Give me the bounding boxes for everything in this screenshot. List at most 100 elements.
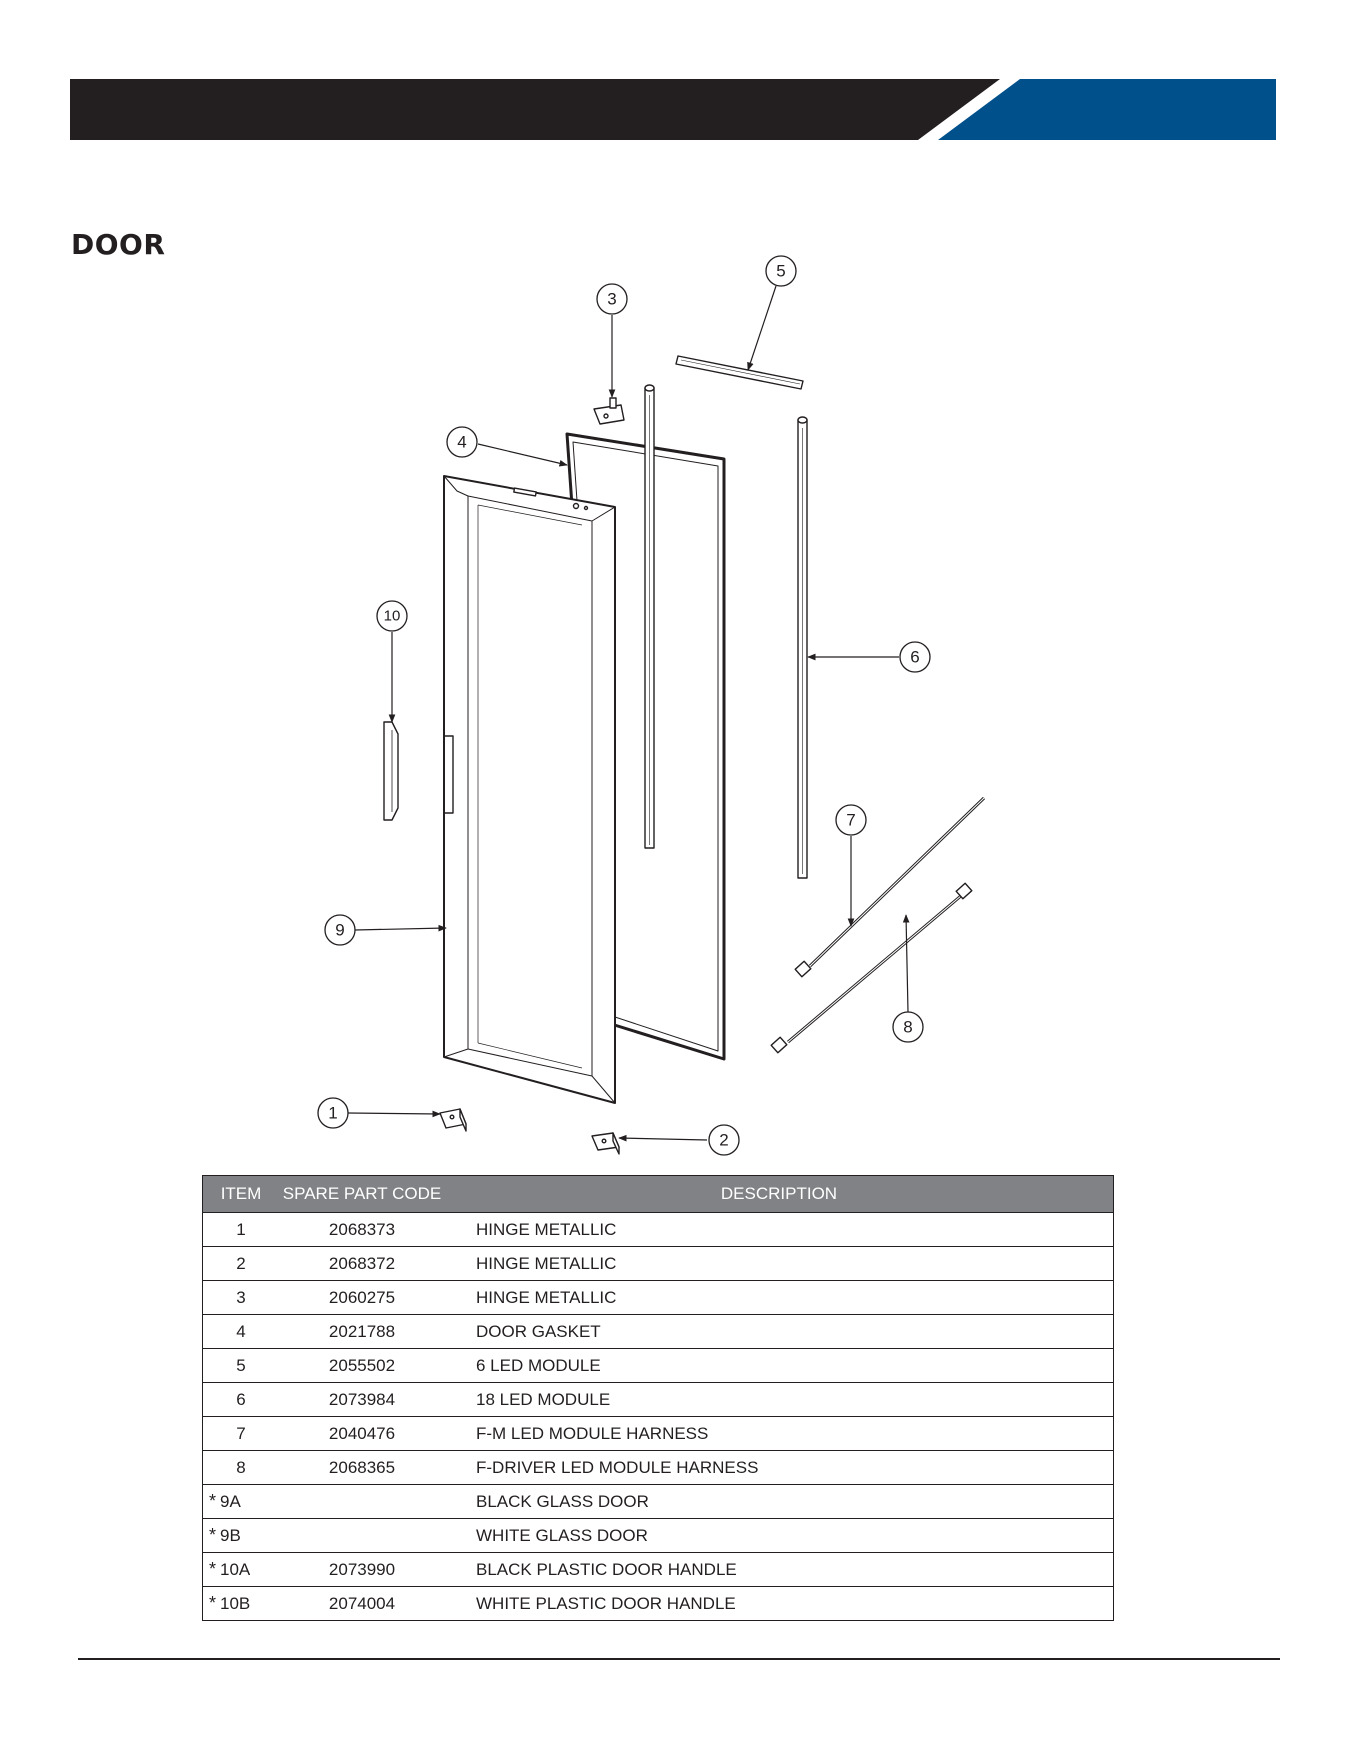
callout-label-8: 8	[903, 1018, 912, 1037]
asterisk-mark: *	[209, 1593, 217, 1613]
column-header-item: ITEM	[202, 1175, 279, 1213]
item-number: 9B	[220, 1526, 241, 1545]
item-cell: *9A	[202, 1484, 279, 1519]
item-cell: 4	[202, 1314, 279, 1349]
table-row: 5 2055502 6 LED MODULE	[202, 1348, 1114, 1383]
item-cell: *9B	[202, 1518, 279, 1553]
callout-label-2: 2	[719, 1131, 728, 1150]
table-body: 1 2068373 HINGE METALLIC 2 2068372 HINGE…	[202, 1212, 1114, 1621]
callout-circle-5	[765, 255, 797, 287]
leader-9	[354, 924, 447, 932]
table-row: 7 2040476 F-M LED MODULE HARNESS	[202, 1416, 1114, 1451]
led-harness-driver-part	[770, 882, 973, 1054]
column-header-code: SPARE PART CODE	[279, 1175, 445, 1213]
led-module-strip-left	[644, 384, 655, 849]
table-row: 1 2068373 HINGE METALLIC	[202, 1212, 1114, 1247]
description-cell: 6 LED MODULE	[445, 1348, 1114, 1383]
table-row: 2 2068372 HINGE METALLIC	[202, 1246, 1114, 1281]
leader-1	[347, 1110, 441, 1118]
asterisk-mark: *	[209, 1559, 217, 1579]
description-cell: DOOR GASKET	[445, 1314, 1114, 1349]
description-cell: BLACK GLASS DOOR	[445, 1484, 1114, 1519]
leader-2	[618, 1134, 708, 1142]
description-cell: WHITE PLASTIC DOOR HANDLE	[445, 1586, 1114, 1621]
footer-rule	[78, 1658, 1280, 1660]
code-cell: 2055502	[279, 1348, 445, 1383]
door-handle-part	[383, 721, 399, 821]
item-cell: 8	[202, 1450, 279, 1485]
asterisk-mark: *	[209, 1491, 217, 1511]
code-cell: 2073984	[279, 1382, 445, 1417]
code-cell: 2073990	[279, 1552, 445, 1587]
callout-label-1: 1	[328, 1104, 337, 1123]
item-cell: 1	[202, 1212, 279, 1247]
callout-circle-6	[899, 641, 931, 673]
item-cell: *10B	[202, 1586, 279, 1621]
leader-8	[902, 914, 910, 1013]
description-cell: WHITE GLASS DOOR	[445, 1518, 1114, 1553]
table-row: 6 2073984 18 LED MODULE	[202, 1382, 1114, 1417]
callout-circle-8	[892, 1011, 924, 1043]
led-module-short-bar	[675, 355, 804, 390]
header-accent-bar	[938, 79, 1276, 140]
item-cell: 6	[202, 1382, 279, 1417]
code-cell: 2068365	[279, 1450, 445, 1485]
code-cell: 2021788	[279, 1314, 445, 1349]
header-band	[70, 79, 1276, 140]
hinge-bottom-right-part	[591, 1132, 620, 1155]
callout-circle-9	[324, 914, 356, 946]
callout-circle-10	[376, 600, 408, 632]
code-cell: 2074004	[279, 1586, 445, 1621]
callout-circle-3	[596, 283, 628, 315]
item-cell: 3	[202, 1280, 279, 1315]
item-cell: 5	[202, 1348, 279, 1383]
code-cell: 2060275	[279, 1280, 445, 1315]
description-cell: F-M LED MODULE HARNESS	[445, 1416, 1114, 1451]
description-cell: HINGE METALLIC	[445, 1246, 1114, 1281]
callout-circle-4	[446, 426, 478, 458]
page-title: DOOR	[71, 228, 166, 261]
table-row: *10B 2074004 WHITE PLASTIC DOOR HANDLE	[202, 1586, 1114, 1621]
item-cell: 7	[202, 1416, 279, 1451]
column-header-description: DESCRIPTION	[445, 1175, 1114, 1213]
leader-5	[747, 285, 777, 371]
leader-4	[477, 443, 568, 467]
description-cell: HINGE METALLIC	[445, 1212, 1114, 1247]
callout-label-9: 9	[335, 921, 344, 940]
table-header-row: ITEM SPARE PART CODE DESCRIPTION	[202, 1175, 1114, 1213]
glass-door-part	[443, 475, 616, 1104]
header-dark-bar	[70, 79, 1000, 140]
item-number: 10A	[220, 1560, 251, 1579]
item-cell: 2	[202, 1246, 279, 1281]
callout-label-3: 3	[607, 290, 616, 309]
callout-circle-2	[708, 1124, 740, 1156]
item-number: 9A	[220, 1492, 241, 1511]
item-cell: *10A	[202, 1552, 279, 1587]
callout-circle-7	[835, 804, 867, 836]
code-cell: 2068373	[279, 1212, 445, 1247]
exploded-door-diagram: 1 2 3 4 5 6 7 8 9 10	[317, 255, 986, 1156]
table-row: 4 2021788 DOOR GASKET	[202, 1314, 1114, 1349]
callout-label-10: 10	[384, 608, 401, 625]
description-cell: F-DRIVER LED MODULE HARNESS	[445, 1450, 1114, 1485]
description-cell: HINGE METALLIC	[445, 1280, 1114, 1315]
description-cell: BLACK PLASTIC DOOR HANDLE	[445, 1552, 1114, 1587]
callout-label-6: 6	[910, 648, 919, 667]
led-module-strip-right	[797, 416, 808, 879]
table-row: 8 2068365 F-DRIVER LED MODULE HARNESS	[202, 1450, 1114, 1485]
table-row: *9B WHITE GLASS DOOR	[202, 1518, 1114, 1553]
table-row: *9A BLACK GLASS DOOR	[202, 1484, 1114, 1519]
hinge-bottom-left-part	[439, 1108, 467, 1132]
callout-label-4: 4	[457, 433, 466, 452]
description-cell: 18 LED MODULE	[445, 1382, 1114, 1417]
asterisk-mark: *	[209, 1525, 217, 1545]
hinge-top-part	[593, 397, 625, 425]
spare-parts-table: ITEM SPARE PART CODE DESCRIPTION 1 20683…	[202, 1175, 1114, 1621]
table-row: *10A 2073990 BLACK PLASTIC DOOR HANDLE	[202, 1552, 1114, 1587]
code-cell: 2068372	[279, 1246, 445, 1281]
table-row: 3 2060275 HINGE METALLIC	[202, 1280, 1114, 1315]
callout-circle-1	[317, 1097, 349, 1129]
led-harness-fm-part	[794, 796, 986, 978]
callout-label-7: 7	[846, 811, 855, 830]
code-cell: 2040476	[279, 1416, 445, 1451]
